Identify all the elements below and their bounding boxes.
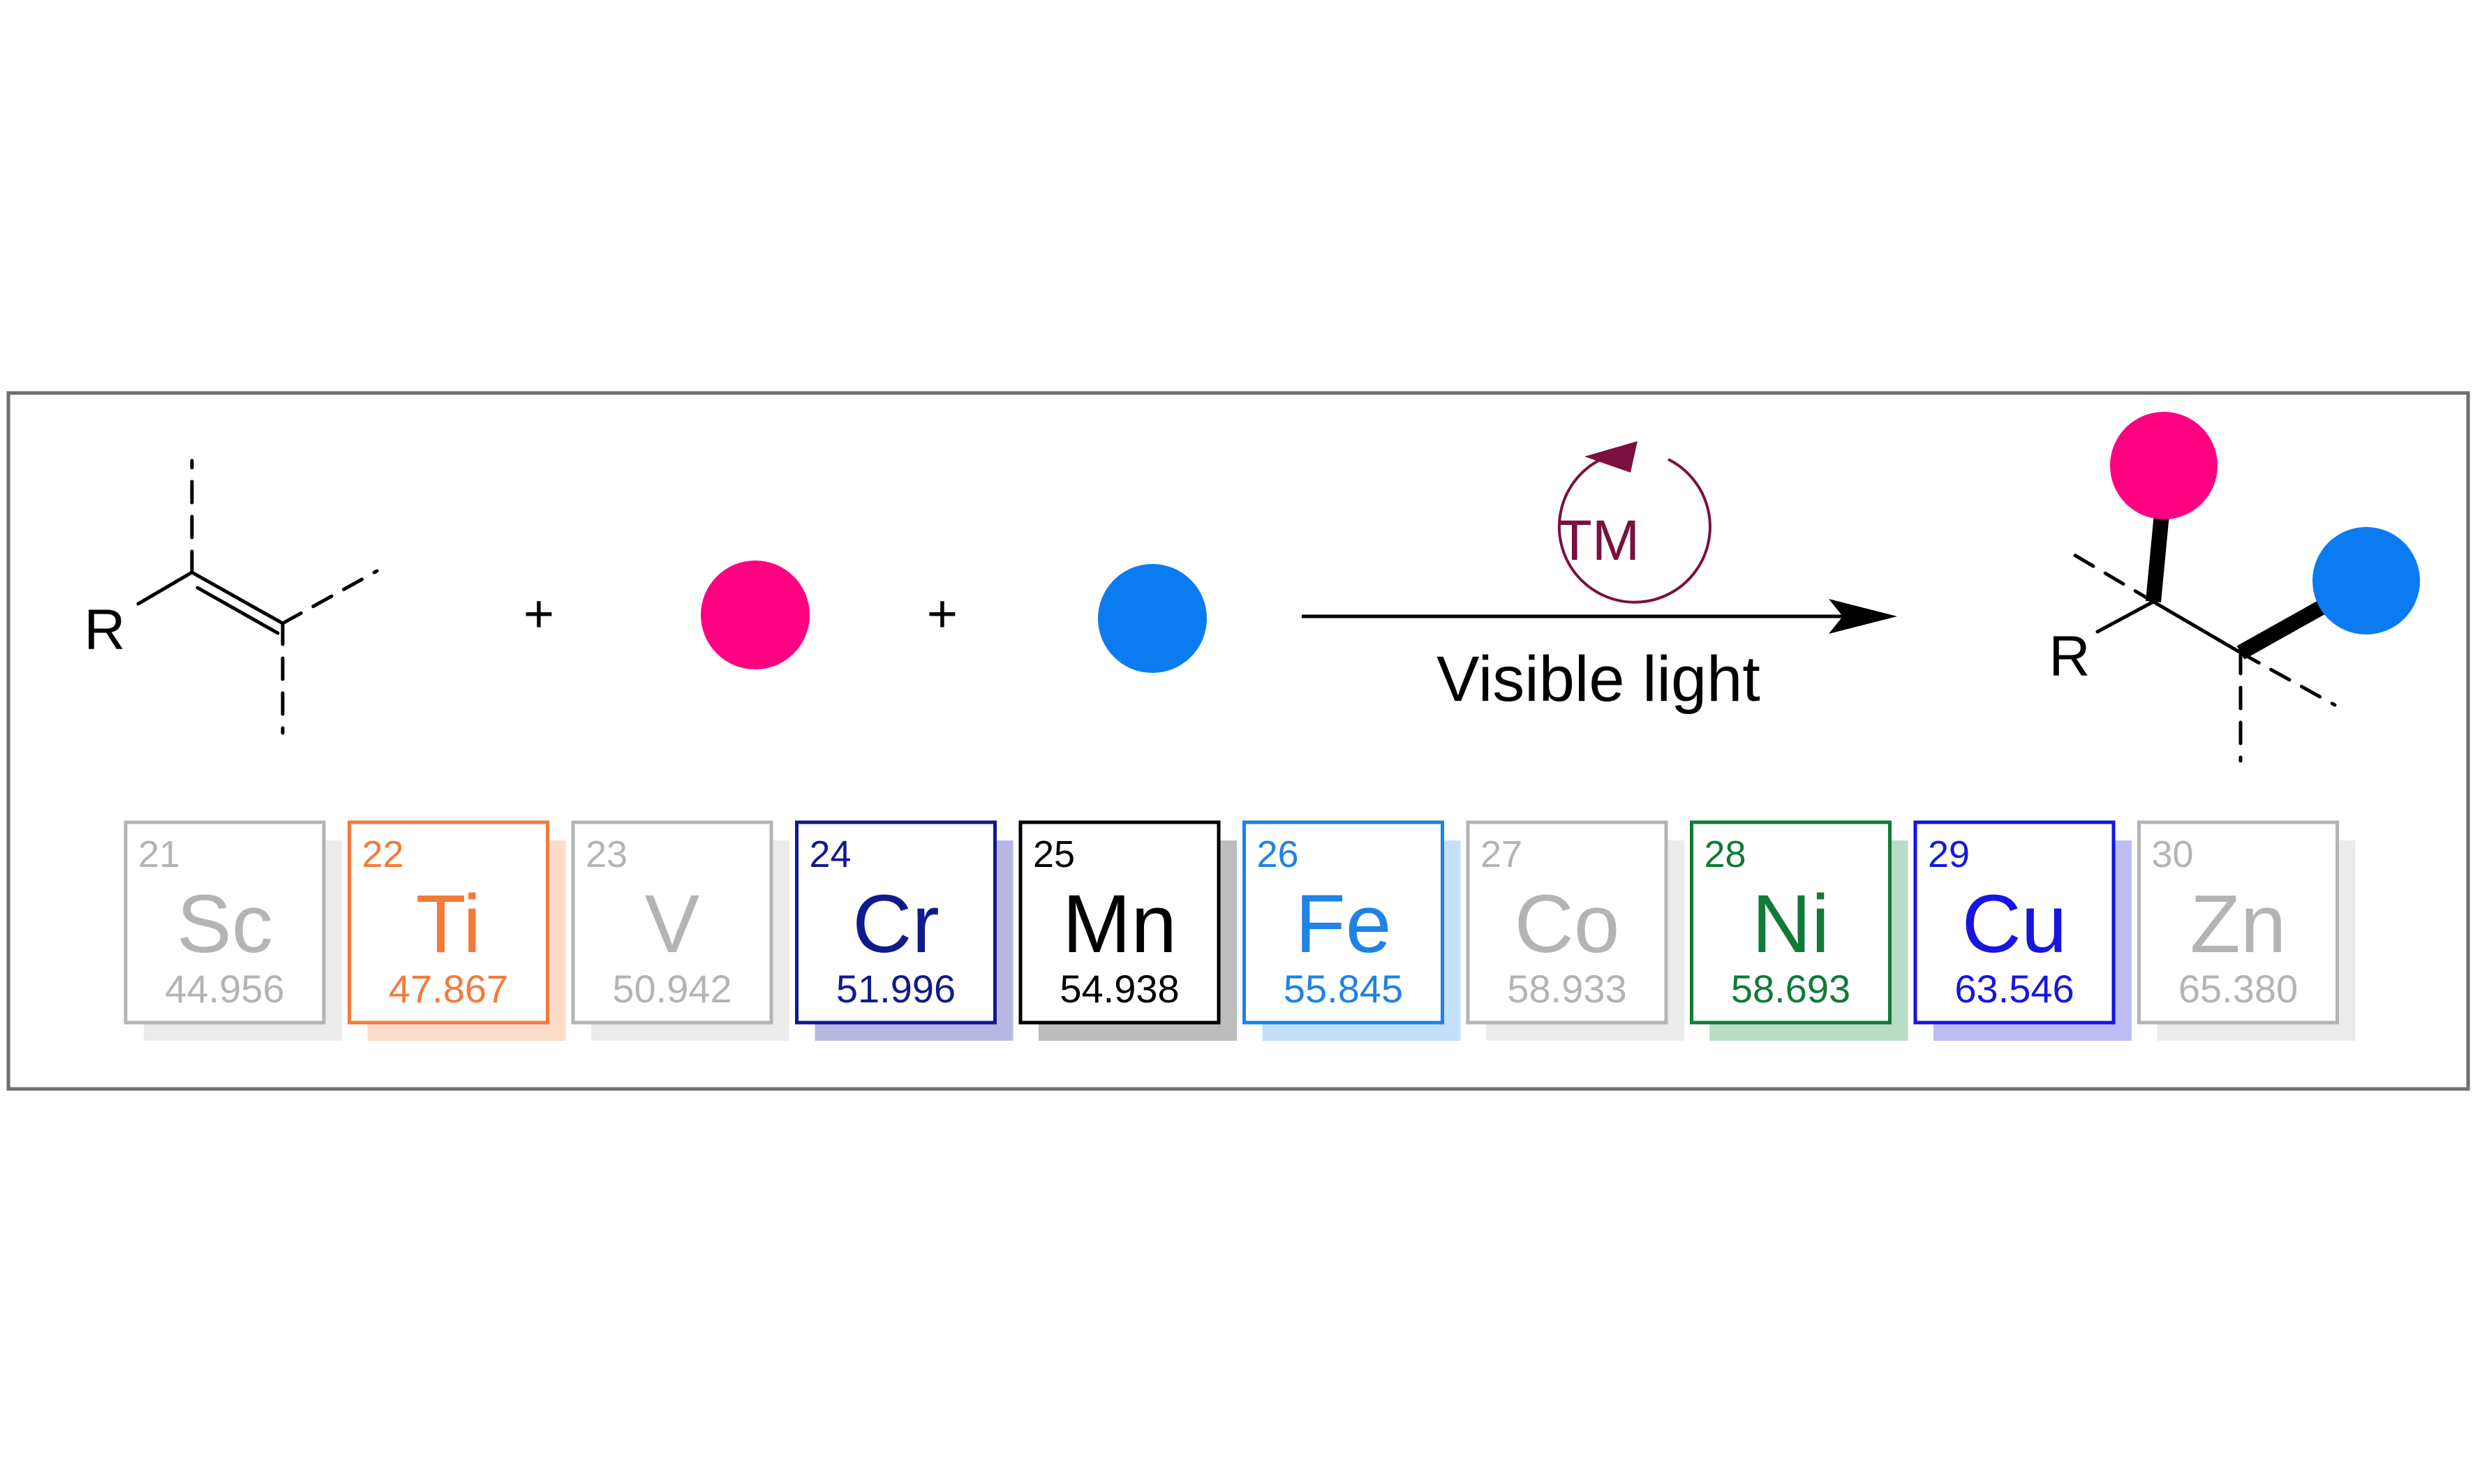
bold-bond-blue <box>2236 597 2332 660</box>
atomic-mass: 58.933 <box>1507 967 1626 1011</box>
atomic-number: 21 <box>138 833 180 875</box>
atomic-number: 29 <box>1928 833 1970 875</box>
double-bond-outer <box>190 570 285 625</box>
dashed-right <box>281 569 379 625</box>
atomic-mass: 65.380 <box>2178 967 2298 1011</box>
r-bond-product <box>2095 600 2155 634</box>
tile-border <box>124 820 326 1025</box>
element-symbol: Zn <box>2190 878 2287 970</box>
element-symbol: Sc <box>177 878 273 970</box>
catalytic-cycle-icon: TM <box>1557 441 1711 604</box>
atomic-number: 25 <box>1033 833 1075 875</box>
atomic-mass: 44.956 <box>165 967 284 1011</box>
tile-border <box>1242 820 1444 1025</box>
atomic-number: 24 <box>810 833 852 875</box>
condition-label: Visible light <box>1436 644 1760 715</box>
substituent-r-reactant: R <box>84 598 125 662</box>
atomic-mass: 54.938 <box>1060 967 1179 1011</box>
atomic-number: 22 <box>362 833 404 875</box>
pink-reagent-circle <box>701 561 810 669</box>
atomic-mass: 50.942 <box>612 967 731 1011</box>
tile-border <box>571 820 773 1025</box>
double-bond-inner <box>195 586 280 635</box>
tile-border <box>795 820 997 1025</box>
catalyst-label: TM <box>1557 509 1640 572</box>
atomic-mass: 63.546 <box>1954 967 2074 1011</box>
transition-metal-strip: 21Sc44.95622Ti47.86723V50.94224Cr51.9962… <box>124 820 2356 1041</box>
blue-reagent-circle <box>1098 564 1207 673</box>
reaction-arrowhead-icon <box>1829 599 1897 634</box>
plus-sign-2: + <box>927 584 958 644</box>
tile-border <box>1466 820 1668 1025</box>
atomic-mass: 58.693 <box>1731 967 1850 1011</box>
element-symbol: Ti <box>416 878 482 970</box>
element-symbol: Cu <box>1962 878 2067 970</box>
element-symbol: Mn <box>1062 878 1177 970</box>
blue-product-circle <box>2312 527 2420 635</box>
tile-border <box>1913 820 2116 1025</box>
element-symbol: Fe <box>1295 878 1392 970</box>
element-symbol: Cr <box>852 878 940 970</box>
atomic-number: 27 <box>1480 833 1522 875</box>
atomic-number: 30 <box>2152 833 2194 875</box>
pink-product-circle <box>2110 412 2218 519</box>
atomic-number: 23 <box>586 833 627 875</box>
dashed-right-product <box>2238 651 2337 707</box>
atomic-mass: 47.867 <box>389 967 508 1011</box>
atomic-mass: 51.996 <box>836 967 956 1011</box>
atomic-number: 26 <box>1257 833 1299 875</box>
element-symbol: Co <box>1515 878 1620 970</box>
atomic-mass: 55.845 <box>1284 967 1403 1011</box>
product-structure <box>2064 491 2337 763</box>
tile-border <box>1018 820 1221 1025</box>
cycle-arrowhead-icon <box>1584 441 1637 473</box>
element-symbol: Ni <box>1752 878 1829 970</box>
dashed-left <box>2064 548 2155 604</box>
tile-border <box>1690 820 1892 1025</box>
alkene-reactant <box>136 459 379 735</box>
substituent-r-product: R <box>2049 625 2090 688</box>
r-bond <box>136 570 194 606</box>
tile-border <box>348 820 549 1025</box>
element-symbol: V <box>645 878 700 970</box>
atomic-number: 28 <box>1705 833 1746 875</box>
tile-border <box>2137 820 2339 1025</box>
backbone-bond <box>2151 600 2243 655</box>
plus-sign-1: + <box>523 584 554 644</box>
